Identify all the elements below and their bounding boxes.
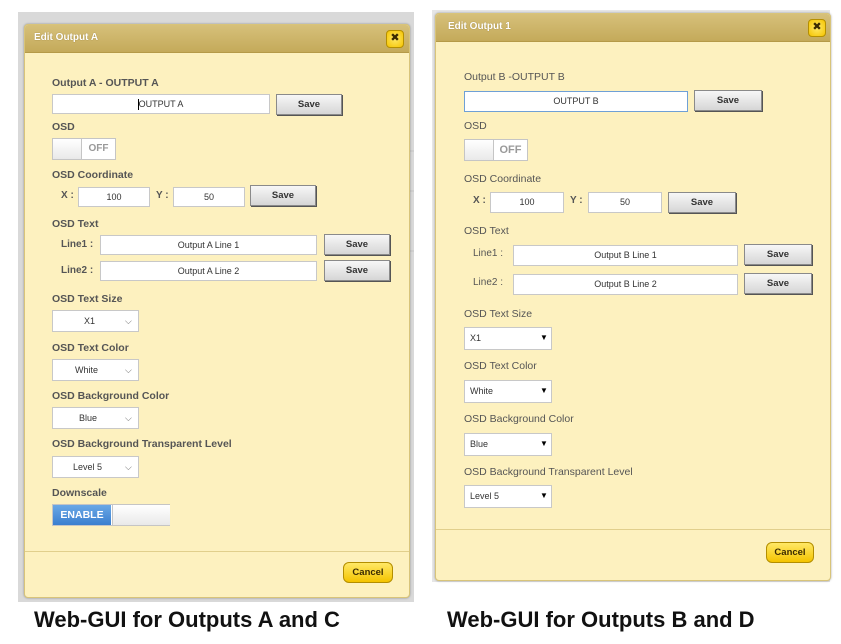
osd-label: OSD <box>52 121 75 133</box>
dialog-title: Edit Output A <box>34 32 99 43</box>
osd-background-color-value: Blue <box>470 439 489 449</box>
caret-down-icon: ▼ <box>540 386 548 395</box>
cancel-button[interactable]: Cancel <box>766 542 814 563</box>
osd-transparent-level-label: OSD Background Transparent Level <box>464 466 633 478</box>
osd-toggle[interactable]: OFF <box>52 138 116 160</box>
save-line1-button[interactable]: Save <box>744 244 812 265</box>
osd-text-size-value: X1 <box>84 316 96 326</box>
line1-label: Line1 : <box>473 248 504 259</box>
osd-background-color-select[interactable]: Blue ⌵ <box>52 407 139 429</box>
osd-text-color-select[interactable]: White ⌵ <box>52 359 139 381</box>
save-line2-button[interactable]: Save <box>324 260 390 281</box>
chevron-down-icon: ⌵ <box>125 365 132 375</box>
y-coordinate-input[interactable]: 50 <box>173 187 245 207</box>
osd-text-color-value: White <box>75 365 99 375</box>
osd-text-color-value: White <box>470 386 494 396</box>
save-line2-button[interactable]: Save <box>744 273 812 294</box>
downscale-toggle[interactable]: ENABLE <box>52 504 170 526</box>
line2-label: Line2 : <box>473 277 504 288</box>
line1-label: Line1 : <box>61 239 94 250</box>
caret-down-icon: ▼ <box>540 491 548 500</box>
dialog-titlebar: Edit Output A ✖ <box>25 25 409 53</box>
y-label: Y : <box>570 195 583 206</box>
save-output-name-button[interactable]: Save <box>276 94 342 115</box>
osd-text-size-select[interactable]: X1 ⌵ <box>52 310 139 332</box>
output-name-label: Output A - OUTPUT A <box>52 77 159 89</box>
background-divider <box>408 150 414 152</box>
close-icon[interactable]: ✖ <box>808 19 826 37</box>
osd-text-size-select[interactable]: X1 ▼ <box>464 327 552 350</box>
osd-background-color-value: Blue <box>79 413 98 423</box>
toggle-knob <box>112 505 170 525</box>
osd-transparent-level-label: OSD Background Transparent Level <box>52 438 232 450</box>
osd-state: OFF <box>499 144 522 156</box>
dialog-title: Edit Output 1 <box>448 21 511 32</box>
output-name-input[interactable]: OUTPUT A <box>52 94 270 114</box>
osd-text-color-select[interactable]: White ▼ <box>464 380 552 403</box>
dialog-titlebar: Edit Output 1 ✖ <box>436 14 830 42</box>
toggle-knob <box>53 139 82 159</box>
osd-text-size-label: OSD Text Size <box>52 293 123 305</box>
osd-toggle[interactable]: OFF <box>464 139 528 161</box>
osd-label: OSD <box>464 120 487 132</box>
chevron-down-icon: ⌵ <box>125 462 132 472</box>
chevron-down-icon: ⌵ <box>125 316 132 326</box>
save-line1-button[interactable]: Save <box>324 234 390 255</box>
footer-divider <box>436 529 830 530</box>
background-divider <box>408 190 414 192</box>
osd-transparent-level-value: Level 5 <box>73 462 103 472</box>
toggle-knob <box>465 140 494 160</box>
downscale-state: ENABLE <box>53 505 111 525</box>
output-name-value: OUTPUT A <box>138 99 184 109</box>
edit-output-a-dialog: Edit Output A ✖ Output A - OUTPUT A OUTP… <box>24 24 410 598</box>
background-divider <box>408 250 414 252</box>
text-cursor <box>138 99 139 110</box>
osd-text-size-value: X1 <box>470 333 482 343</box>
osd-coordinate-label: OSD Coordinate <box>52 169 134 181</box>
cancel-button[interactable]: Cancel <box>343 562 393 583</box>
close-icon[interactable]: ✖ <box>386 30 404 48</box>
downscale-label: Downscale <box>52 487 107 499</box>
x-coordinate-input[interactable]: 100 <box>490 192 564 213</box>
osd-coordinate-label: OSD Coordinate <box>464 173 542 185</box>
y-label: Y : <box>156 190 169 201</box>
save-coordinate-button[interactable]: Save <box>668 192 736 213</box>
save-output-name-button[interactable]: Save <box>694 90 762 111</box>
osd-background-color-label: OSD Background Color <box>52 390 170 402</box>
x-coordinate-input[interactable]: 100 <box>78 187 150 207</box>
caption-left: Web-GUI for Outputs A and C <box>34 607 340 632</box>
line2-input[interactable]: Output A Line 2 <box>100 261 317 281</box>
save-coordinate-button[interactable]: Save <box>250 185 316 206</box>
osd-transparent-level-select[interactable]: Level 5 ⌵ <box>52 456 139 478</box>
chevron-down-icon: ⌵ <box>125 413 132 423</box>
osd-text-color-label: OSD Text Color <box>464 360 537 372</box>
osd-background-color-select[interactable]: Blue ▼ <box>464 433 552 456</box>
footer-divider <box>25 551 409 552</box>
x-label: X : <box>473 195 486 206</box>
line1-input[interactable]: Output B Line 1 <box>513 245 738 266</box>
output-name-label: Output B -OUTPUT B <box>464 71 565 83</box>
osd-text-label: OSD Text <box>52 218 99 230</box>
y-coordinate-input[interactable]: 50 <box>588 192 662 213</box>
output-name-input[interactable]: OUTPUT B <box>464 91 688 112</box>
line2-input[interactable]: Output B Line 2 <box>513 274 738 295</box>
line2-label: Line2 : <box>61 265 94 276</box>
osd-text-size-label: OSD Text Size <box>464 308 533 320</box>
osd-transparent-level-select[interactable]: Level 5 ▼ <box>464 485 552 508</box>
x-label: X : <box>61 190 74 201</box>
line1-input[interactable]: Output A Line 1 <box>100 235 317 255</box>
caret-down-icon: ▼ <box>540 439 548 448</box>
osd-background-color-label: OSD Background Color <box>464 413 574 425</box>
caption-right: Web-GUI for Outputs B and D <box>447 607 755 632</box>
osd-state: OFF <box>88 143 109 154</box>
osd-text-color-label: OSD Text Color <box>52 342 129 354</box>
osd-text-label: OSD Text <box>464 225 509 237</box>
caret-down-icon: ▼ <box>540 333 548 342</box>
osd-transparent-level-value: Level 5 <box>470 491 500 501</box>
edit-output-1-dialog: Edit Output 1 ✖ Output B -OUTPUT B OUTPU… <box>435 13 831 581</box>
